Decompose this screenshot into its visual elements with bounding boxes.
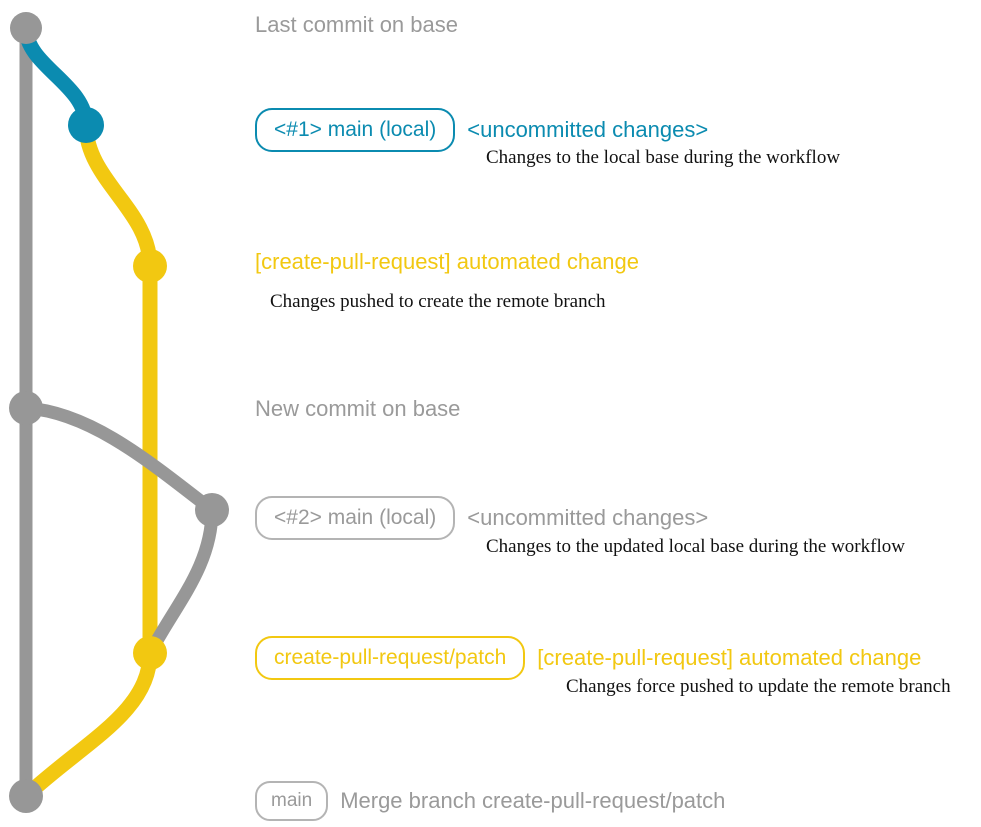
local-main-2-node[interactable] — [195, 493, 229, 527]
branch-pill-local-main-2[interactable]: <#2> main (local) — [255, 496, 456, 540]
row-last-commit-on-base: Last commit on base — [0, 12, 981, 38]
edge-base-to-local-main-2 — [19, 401, 219, 517]
new-commit-on-base-node[interactable] — [9, 391, 43, 425]
headline-merge-commit: Merge branch create-pull-request/patch — [340, 788, 726, 813]
automated-change-2-node[interactable] — [133, 636, 167, 670]
subtext-automated-change-2: Changes force pushed to update the remot… — [566, 676, 951, 697]
edge-local-main-1-to-automated-1 — [78, 117, 158, 274]
headline-local-main-1: <uncommitted changes> — [467, 117, 709, 142]
row-local-main-2: <#2> main (local) <uncommitted changes> — [0, 496, 981, 540]
row-automated-change-1: [create-pull-request] automated change — [0, 251, 981, 273]
edge-local-main-2-to-automated-2 — [143, 503, 219, 660]
automated-change-1-node[interactable] — [133, 249, 167, 283]
row-local-main-1: <#1> main (local) <uncommitted changes> — [0, 108, 981, 152]
headline-automated-change-1: [create-pull-request] automated change — [255, 249, 640, 274]
subtext-local-main-2: Changes to the updated local base during… — [486, 536, 905, 557]
section-title-last-commit-on-base: Last commit on base — [255, 12, 458, 37]
headline-local-main-2: <uncommitted changes> — [467, 505, 709, 530]
headline-automated-change-2: [create-pull-request] automated change — [537, 645, 922, 670]
local-main-1-node[interactable] — [68, 107, 104, 143]
edge-automated-2-to-merge — [18, 645, 158, 804]
section-title-new-commit-on-base: New commit on base — [255, 396, 461, 421]
branch-pill-main[interactable]: main — [255, 781, 329, 821]
row-automated-change-2: create-pull-request/patch [create-pull-r… — [0, 636, 981, 680]
row-new-commit-on-base: New commit on base — [0, 396, 981, 422]
branch-pill-local-main-1[interactable]: <#1> main (local) — [255, 108, 456, 152]
branch-pill-create-pull-request-patch[interactable]: create-pull-request/patch — [255, 636, 526, 680]
last-commit-on-base-node[interactable] — [10, 12, 42, 44]
merge-commit-node[interactable] — [9, 779, 43, 813]
subtext-local-main-1: Changes to the local base during the wor… — [486, 147, 841, 168]
row-merge-commit: main Merge branch create-pull-request/pa… — [0, 781, 981, 821]
subtext-automated-change-1: Changes pushed to create the remote bran… — [270, 291, 606, 312]
